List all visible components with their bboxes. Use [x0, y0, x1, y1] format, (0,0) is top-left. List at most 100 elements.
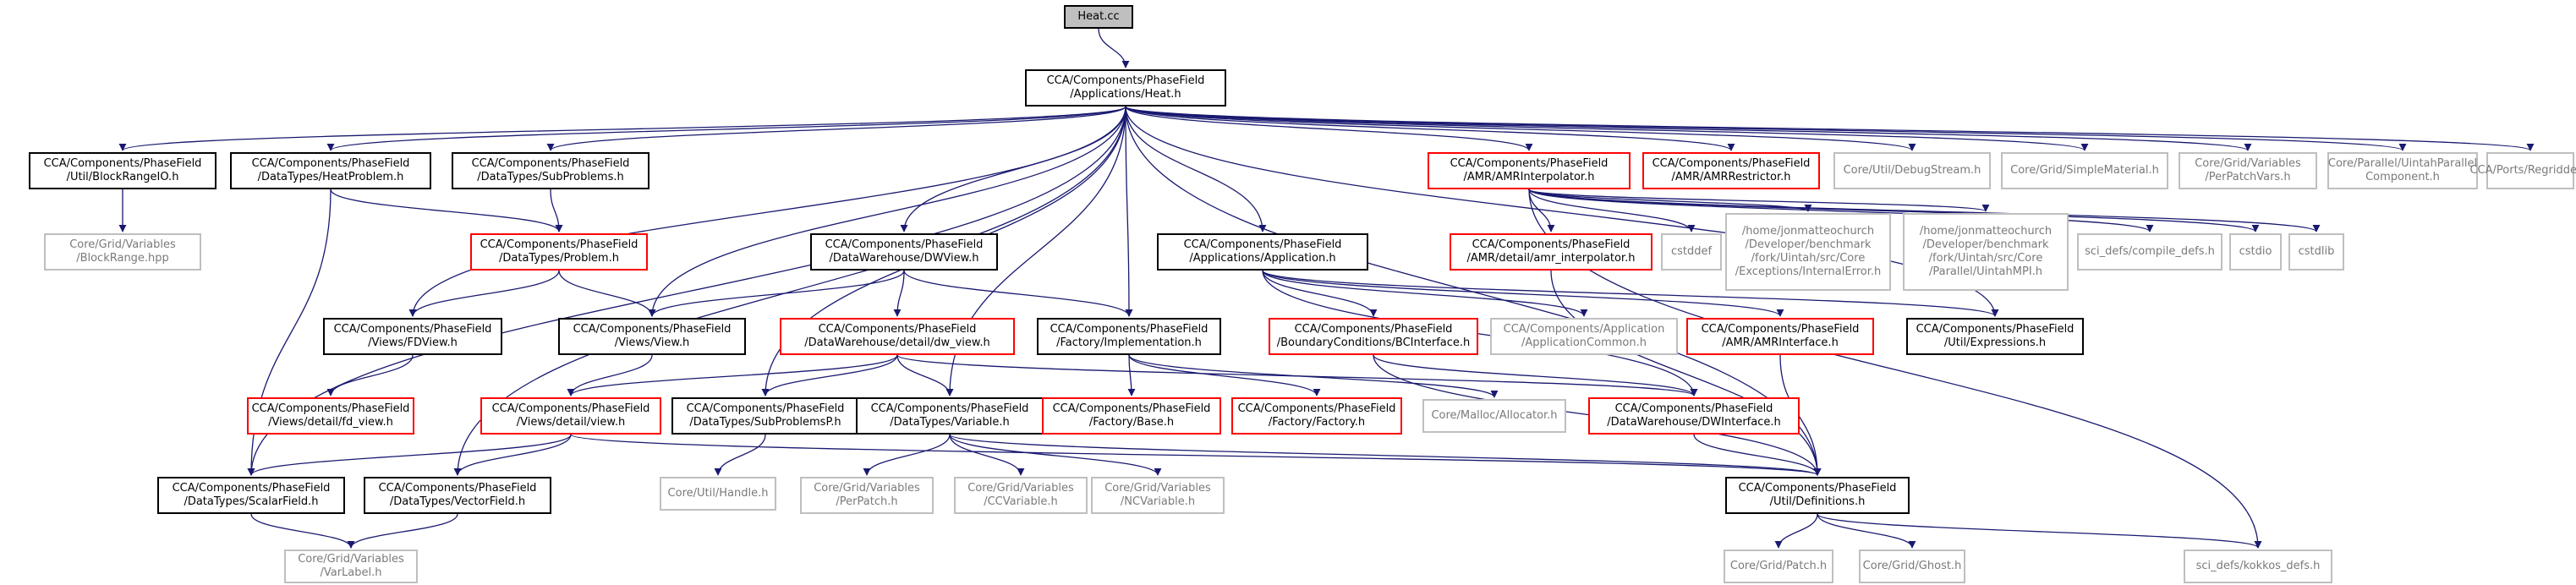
node-label-line: CCA/Components/PhaseField	[43, 157, 202, 170]
edge-amr-interpolator-to-compile-defs	[1528, 189, 2154, 232]
graph-node-application[interactable]: CCA/Components/PhaseField/Applications/A…	[1157, 233, 1368, 271]
graph-node-implementation[interactable]: CCA/Components/PhaseField/Factory/Implem…	[1037, 318, 1221, 355]
graph-node-cstdlib[interactable]: cstdlib	[2288, 233, 2344, 271]
node-label-line: /DataTypes/HeatProblem.h	[257, 171, 404, 183]
edge-dw-view-detail-to-sub-problems-p	[761, 354, 898, 396]
node-label-line: /VarLabel.h	[320, 566, 382, 579]
node-label-line: Core/Grid/Patch.h	[1729, 560, 1828, 572]
node-label-line: /Views/View.h	[614, 336, 690, 349]
node-label-line: CCA/Components/PhaseField	[1294, 323, 1453, 336]
node-label-line: /Developer/benchmark	[1922, 238, 2049, 251]
node-label-line: /CCVariable.h	[984, 495, 1058, 508]
graph-node-expressions[interactable]: CCA/Components/PhaseField/Util/Expressio…	[1906, 318, 2084, 355]
graph-node-var-label[interactable]: Core/Grid/Variables/VarLabel.h	[284, 549, 418, 583]
graph-node-heat-problem[interactable]: CCA/Components/PhaseField/DataTypes/Heat…	[230, 152, 431, 189]
node-label-line: /AMR/AMRInterface.h	[1722, 336, 1839, 349]
node-label-line: CCA/Components/PhaseField	[1450, 157, 1609, 170]
node-label-line: /Views/detail/fd_view.h	[268, 416, 393, 429]
edge-amr-interpolator-to-uintah-mpi	[1528, 189, 1990, 212]
graph-node-amr-interp-detail[interactable]: CCA/Components/PhaseField/AMR/detail/amr…	[1450, 233, 1652, 271]
graph-node-dw-interface[interactable]: CCA/Components/PhaseField/DataWarehouse/…	[1588, 397, 1800, 435]
graph-node-app-common[interactable]: CCA/Components/Application/ApplicationCo…	[1490, 318, 1678, 355]
node-label-line: sci_defs/kokkos_defs.h	[2195, 560, 2321, 572]
graph-node-scalar-field[interactable]: CCA/Components/PhaseField/DataTypes/Scal…	[157, 477, 345, 514]
graph-node-per-patch[interactable]: Core/Grid/Variables/PerPatch.h	[800, 477, 934, 514]
edge-sub-problems-to-problem	[550, 189, 563, 232]
graph-node-block-range-io[interactable]: CCA/Components/PhaseField/Util/BlockRang…	[29, 152, 216, 189]
node-label-line: CCA/Components/PhaseField	[818, 323, 977, 336]
edge-application-to-expressions	[1262, 270, 1999, 317]
graph-node-cstddef[interactable]: cstddef	[1661, 233, 1722, 271]
graph-node-simple-material[interactable]: Core/Grid/SimpleMaterial.h	[2001, 152, 2168, 189]
node-label-line: CCA/Ports/Regridder.h	[2469, 164, 2576, 177]
node-label-line: /Util/Definitions.h	[1769, 495, 1866, 508]
node-label-line: /fork/Uintah/src/Core	[1751, 252, 1866, 265]
graph-node-per-patch-vars[interactable]: Core/Grid/Variables/PerPatchVars.h	[2179, 152, 2317, 189]
node-label-line: /Util/BlockRangeIO.h	[66, 171, 179, 183]
edge-view-detail-to-scalar-field	[247, 434, 572, 476]
graph-node-definitions[interactable]: CCA/Components/PhaseField/Util/Definitio…	[1725, 477, 1910, 514]
graph-node-amr-interpolator[interactable]: CCA/Components/PhaseField/AMR/AMRInterpo…	[1428, 152, 1631, 189]
graph-node-amr-interface[interactable]: CCA/Components/PhaseField/AMR/AMRInterfa…	[1686, 318, 1874, 355]
node-label-line: /AMR/AMRInterpolator.h	[1463, 171, 1595, 183]
graph-node-ghost[interactable]: Core/Grid/Ghost.h	[1859, 549, 1965, 583]
edge-application-to-bc-interface	[1262, 270, 1378, 317]
node-label-line: CCA/Components/PhaseField	[378, 482, 537, 495]
edge-variable-to-cc-variable	[949, 434, 1025, 476]
graph-node-sub-problems-p[interactable]: CCA/Components/PhaseField/DataTypes/SubP…	[671, 397, 859, 435]
node-label-line: /Developer/benchmark	[1745, 238, 1872, 251]
node-label-line: CCA/Components/PhaseField	[1738, 482, 1897, 495]
graph-node-compile-defs[interactable]: sci_defs/compile_defs.h	[2077, 233, 2222, 271]
node-label-line: Core/Util/DebugStream.h	[1843, 164, 1981, 177]
node-label-line: /DataTypes/ScalarField.h	[184, 495, 319, 508]
node-label-line: CCA/Components/PhaseField	[1701, 323, 1860, 336]
graph-node-nc-variable[interactable]: Core/Grid/Variables/NCVariable.h	[1091, 477, 1225, 514]
graph-node-factory-base[interactable]: CCA/Components/PhaseField/Factory/Base.h	[1042, 397, 1221, 435]
node-label-line: CCA/Components/PhaseField	[573, 323, 732, 336]
graph-node-allocator[interactable]: Core/Malloc/Allocator.h	[1422, 399, 1566, 433]
graph-node-view-detail[interactable]: CCA/Components/PhaseField/Views/detail/v…	[480, 397, 661, 435]
graph-node-cstdio[interactable]: cstdio	[2229, 233, 2282, 271]
graph-node-dw-view[interactable]: CCA/Components/PhaseField/DataWarehouse/…	[810, 233, 998, 271]
edge-implementation-to-factory-base	[1127, 354, 1136, 396]
graph-node-problem[interactable]: CCA/Components/PhaseField/DataTypes/Prob…	[470, 233, 648, 271]
graph-node-bc-interface[interactable]: CCA/Components/PhaseField/BoundaryCondit…	[1269, 318, 1478, 355]
graph-node-sub-problems[interactable]: CCA/Components/PhaseField/DataTypes/SubP…	[452, 152, 649, 189]
edge-variable-to-definitions	[949, 434, 1822, 476]
node-label-line: CCA/Components/PhaseField	[870, 402, 1029, 415]
graph-node-debug-stream[interactable]: Core/Util/DebugStream.h	[1833, 152, 1991, 189]
graph-node-handle[interactable]: Core/Util/Handle.h	[660, 477, 776, 511]
graph-node-fd-view-detail[interactable]: CCA/Components/PhaseField/Views/detail/f…	[247, 397, 414, 435]
graph-node-heat-cc[interactable]: Heat.cc	[1064, 5, 1133, 29]
edge-layer	[118, 28, 2534, 549]
edge-dw-view-detail-to-variable	[896, 354, 954, 396]
node-label-line: Core/Malloc/Allocator.h	[1431, 409, 1558, 422]
node-label-line: /DataTypes/Variable.h	[890, 416, 1010, 429]
node-label-line: CCA/Components/PhaseField	[172, 482, 331, 495]
node-label-line: /BoundaryConditions/BCInterface.h	[1276, 336, 1471, 349]
node-label-line: /Exceptions/InternalError.h	[1735, 265, 1882, 278]
graph-node-regridder[interactable]: CCA/Ports/Regridder.h	[2469, 152, 2576, 189]
graph-node-dw-view-detail[interactable]: CCA/Components/PhaseField/DataWarehouse/…	[780, 318, 1015, 355]
graph-node-amr-restrictor[interactable]: CCA/Components/PhaseField/AMR/AMRRestric…	[1642, 152, 1820, 189]
node-label-line: CCA/Components/PhaseField	[251, 157, 410, 170]
graph-node-heat-h[interactable]: CCA/Components/PhaseField/Applications/H…	[1025, 69, 1226, 107]
node-label-line: /Factory/Implementation.h	[1056, 336, 1202, 349]
graph-node-kokkos-defs[interactable]: sci_defs/kokkos_defs.h	[2184, 549, 2332, 583]
graph-node-factory[interactable]: CCA/Components/PhaseField/Factory/Factor…	[1231, 397, 1402, 435]
graph-node-cc-variable[interactable]: Core/Grid/Variables/CCVariable.h	[954, 477, 1088, 514]
graph-node-view[interactable]: CCA/Components/PhaseField/Views/View.h	[558, 318, 746, 355]
edge-heat-cc-to-heat-h	[1098, 28, 1130, 68]
node-label-line: CCA/Components/PhaseField	[1183, 238, 1342, 251]
graph-node-uintah-mpi[interactable]: /home/jonmatteochurch/Developer/benchmar…	[1903, 213, 2069, 291]
graph-node-patch[interactable]: Core/Grid/Patch.h	[1724, 549, 1833, 583]
graph-node-vector-field[interactable]: CCA/Components/PhaseField/DataTypes/Vect…	[364, 477, 551, 514]
graph-node-variable[interactable]: CCA/Components/PhaseField/DataTypes/Vari…	[856, 397, 1044, 435]
graph-node-fd-view[interactable]: CCA/Components/PhaseField/Views/FDView.h	[323, 318, 502, 355]
edge-dw-view-to-implementation	[903, 270, 1133, 317]
graph-node-block-range-hpp[interactable]: Core/Grid/Variables/BlockRange.hpp	[44, 233, 201, 271]
graph-node-internal-error[interactable]: /home/jonmatteochurch/Developer/benchmar…	[1725, 213, 1891, 291]
node-label-line: CCA/Components/PhaseField	[1052, 402, 1211, 415]
node-label-line: cstdlib	[2298, 245, 2335, 258]
